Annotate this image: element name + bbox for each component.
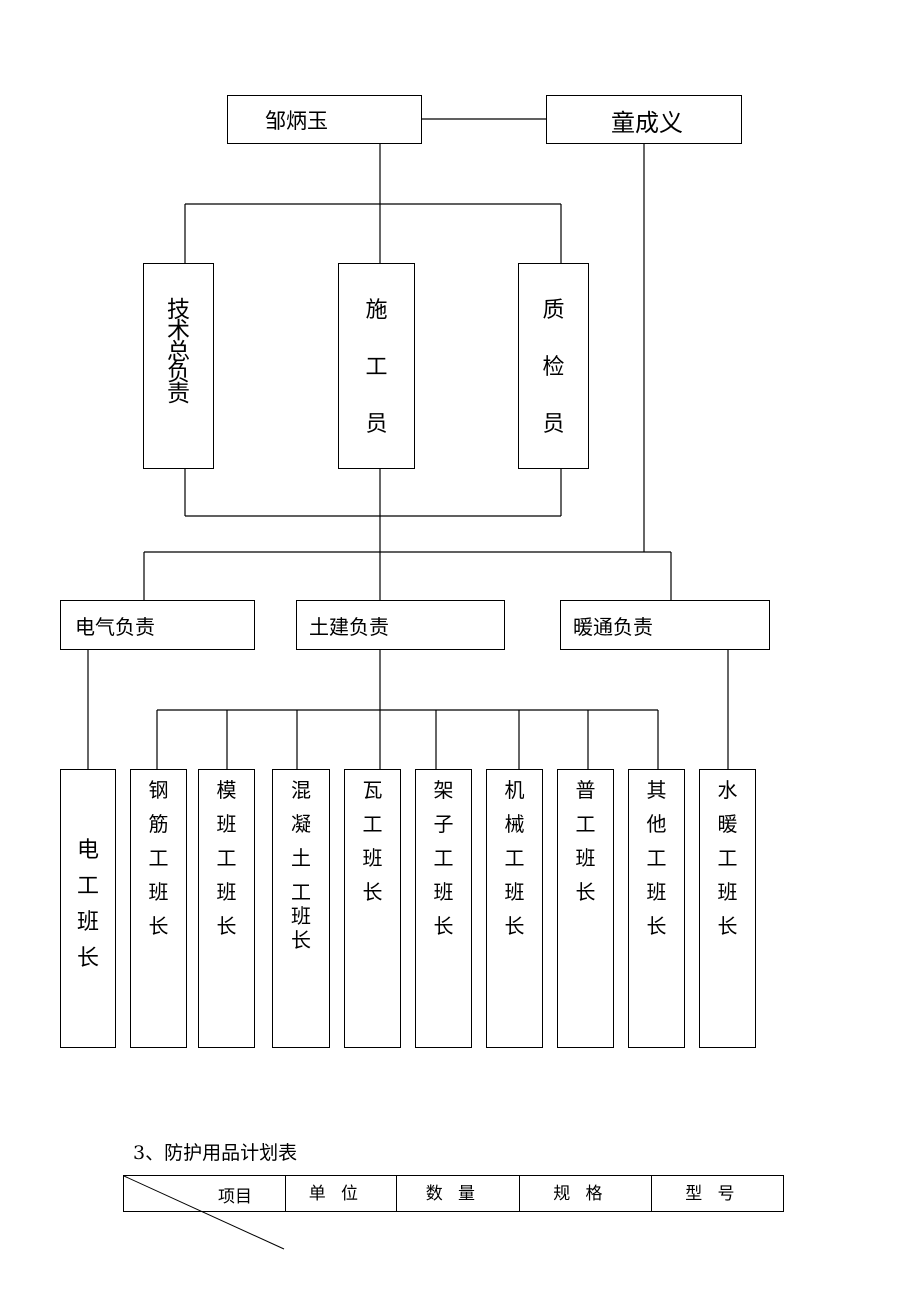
crew-scaffold-label: 架子工班长 <box>433 778 454 938</box>
crew-other-label: 其他工班长 <box>646 778 667 938</box>
leader-left-name: 邹炳玉 <box>265 109 328 133</box>
crew-box-concrete: 混凝土工班长 <box>272 769 330 1048</box>
crew-box-formwork: 模班工班长 <box>198 769 255 1048</box>
crew-electrician-label: 电工班长 <box>76 838 99 971</box>
crew-formwork-label: 模班工班长 <box>216 778 237 938</box>
staff-quality-label: 质检员 <box>542 298 565 437</box>
header-cell-item: 项目 <box>123 1175 286 1212</box>
header-cell-quantity: 数量 <box>396 1175 520 1212</box>
header-cell-model: 型号 <box>651 1175 784 1212</box>
crew-machinery-label: 机械工班长 <box>504 778 525 938</box>
crew-rebar-label: 钢筋工班长 <box>148 778 169 938</box>
crew-box-other: 其他工班长 <box>628 769 685 1048</box>
crew-box-general: 普工班长 <box>557 769 614 1048</box>
leader-right-name: 童成义 <box>611 109 683 137</box>
crew-box-masonry: 瓦工班长 <box>344 769 401 1048</box>
header-cell-unit: 单位 <box>285 1175 397 1212</box>
header-cell-spec: 规格 <box>519 1175 652 1212</box>
crew-box-scaffold: 架子工班长 <box>415 769 472 1048</box>
header-unit-label: 单位 <box>308 1184 374 1204</box>
section-heading: 3、防护用品计划表 <box>133 1142 298 1164</box>
dept-box-hvac: 暖通负责 <box>560 600 770 650</box>
crew-box-machinery: 机械工班长 <box>486 769 543 1048</box>
staff-technical-label: 技术总负责 <box>167 297 190 407</box>
crew-masonry-label: 瓦工班长 <box>362 778 383 904</box>
leader-box-left: 邹炳玉 <box>227 95 422 144</box>
crew-box-plumbing-hvac: 水暖工班长 <box>699 769 756 1048</box>
leader-box-right: 童成义 <box>546 95 742 144</box>
dept-civil-label: 土建负责 <box>309 615 389 639</box>
dept-electrical-label: 电气负责 <box>75 615 155 639</box>
crew-box-electrician: 电工班长 <box>60 769 116 1048</box>
crew-box-rebar: 钢筋工班长 <box>130 769 187 1048</box>
dept-box-civil: 土建负责 <box>296 600 505 650</box>
header-model-label: 型号 <box>685 1184 750 1204</box>
dept-hvac-label: 暖通负责 <box>573 615 653 639</box>
crew-general-label: 普工班长 <box>575 778 596 904</box>
dept-box-electrical: 电气负责 <box>60 600 255 650</box>
staff-box-technical: 技术总负责 <box>143 263 214 469</box>
header-spec-label: 规格 <box>553 1184 618 1204</box>
header-item-label: 项目 <box>218 1187 252 1207</box>
protective-equipment-table: 项目 单位 数量 规格 型号 <box>123 1175 784 1212</box>
staff-box-construction: 施工员 <box>338 263 415 469</box>
staff-construction-label: 施工员 <box>365 298 388 437</box>
crew-concrete-label: 混凝土工班长 <box>291 778 311 952</box>
header-quantity-label: 数量 <box>425 1184 491 1204</box>
staff-box-quality: 质检员 <box>518 263 589 469</box>
table-header-row: 项目 单位 数量 规格 型号 <box>123 1175 784 1212</box>
crew-plumbing-hvac-label: 水暖工班长 <box>717 778 738 938</box>
